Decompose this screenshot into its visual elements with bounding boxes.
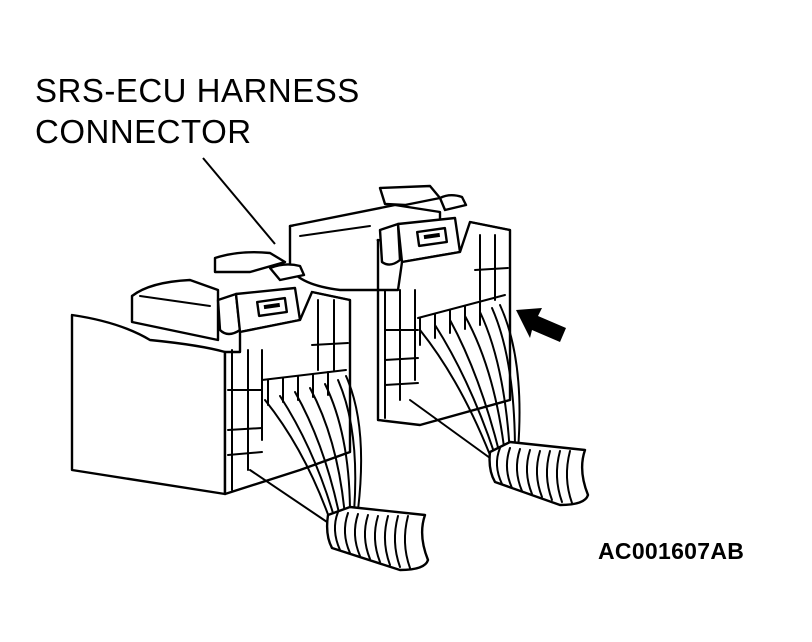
right-harness-tube <box>488 440 590 507</box>
right-connector <box>288 184 590 507</box>
direction-arrow-icon <box>516 308 566 342</box>
figure-id: AC001607AB <box>598 538 745 564</box>
leader-line <box>202 157 276 245</box>
callout-label-line2: CONNECTOR <box>35 113 252 150</box>
left-connector <box>70 250 430 572</box>
callout-label-line1: SRS-ECU HARNESS <box>35 72 360 109</box>
left-harness-tube <box>325 505 430 572</box>
